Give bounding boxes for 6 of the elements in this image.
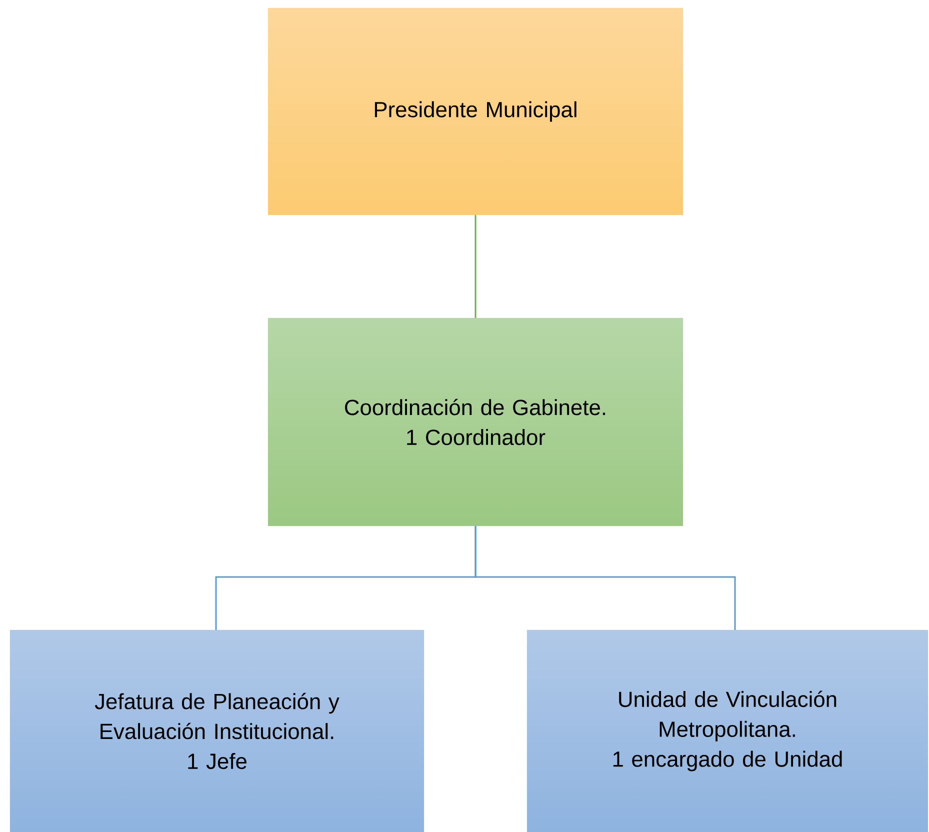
connector-line bbox=[474, 215, 476, 318]
org-box: Unidad de Vinculación Metropolitana. 1 encargado de Unidad bbox=[526, 630, 928, 832]
org-box: Presidente Municipal bbox=[268, 8, 684, 216]
org-box: Coordinación de Gabinete. 1 Coordinador bbox=[268, 318, 684, 526]
connector-line bbox=[474, 526, 736, 630]
org-box: Jefatura de Planeación y Evaluación Institucional. 1 Jefe bbox=[10, 630, 424, 832]
